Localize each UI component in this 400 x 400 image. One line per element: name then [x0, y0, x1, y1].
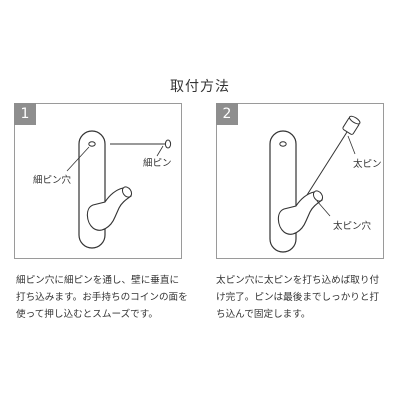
thin-pin-hole-label: 細ピン穴 [33, 174, 72, 186]
step-2-description: 太ピン穴に太ピンを打ち込めば取り付け完了。ピンは最後までしっかりと打ち込んで固定… [216, 275, 380, 320]
step-2-illustration: 太ピン 太ピン穴 [269, 115, 382, 253]
hook [277, 191, 323, 235]
thin-pin-label: 細ピン [143, 157, 172, 169]
hook [86, 187, 132, 231]
thin-pin-hole [279, 141, 287, 147]
thick-pin-hole-label: 太ピン穴 [333, 220, 372, 232]
hook-tip [121, 186, 133, 198]
step-1-number: 1 [14, 103, 36, 125]
thin-pin-head [164, 139, 172, 149]
step-2-panel: 2 太ピン 太ピン穴 [216, 103, 384, 259]
thick-pin-label: 太ピン [353, 158, 382, 170]
page-title: 取付方法 [170, 79, 230, 95]
thick-pin-head [342, 115, 361, 135]
step-1-illustration: 細ピン 細ピン穴 [33, 130, 172, 249]
thin-pin-hole [88, 141, 96, 147]
step-2-number: 2 [216, 103, 238, 125]
thick-pin [306, 131, 348, 196]
step-1-description: 細ピン穴に細ピンを通し、壁に垂直に打ち込みます。お手持ちのコインの面を使って押し… [16, 275, 188, 320]
hook-tip [312, 190, 324, 202]
step-1-panel: 1 細ピン 細ピン穴 [14, 103, 182, 259]
